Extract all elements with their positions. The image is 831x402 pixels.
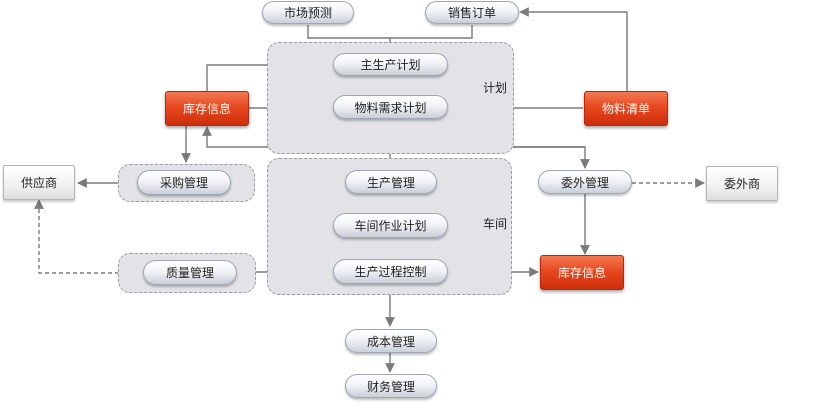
master-plan-node[interactable]: 主生产计划 — [333, 53, 448, 76]
purchase-management-node[interactable]: 采购管理 — [137, 170, 231, 195]
process-control-node[interactable]: 生产过程控制 — [333, 259, 448, 284]
outsourcer-node[interactable]: 委外商 — [706, 166, 778, 201]
inventory-info-top-node[interactable]: 库存信息 — [165, 91, 249, 126]
market-forecast-node[interactable]: 市场预测 — [262, 1, 354, 24]
production-management-node[interactable]: 生产管理 — [345, 170, 437, 194]
connector-forecast-to-plan — [307, 25, 390, 39]
outsource-management-node[interactable]: 委外管理 — [538, 170, 632, 194]
mrp-node[interactable]: 物料需求计划 — [333, 95, 448, 119]
workshop-plan-node[interactable]: 车间作业计划 — [333, 213, 448, 238]
sales-order-node[interactable]: 销售订单 — [425, 1, 519, 24]
connector-quality-to-supplier — [34, 199, 119, 274]
bom-node[interactable]: 物料清单 — [584, 91, 668, 126]
finance-management-node[interactable]: 财务管理 — [345, 374, 437, 398]
inventory-info-bottom-node[interactable]: 库存信息 — [540, 255, 624, 290]
workshop-group-label: 车间 — [483, 217, 508, 231]
connector-bom-to-order — [519, 7, 628, 91]
cost-management-node[interactable]: 成本管理 — [345, 329, 437, 353]
supplier-node[interactable]: 供应商 — [3, 165, 75, 200]
quality-management-node[interactable]: 质量管理 — [143, 260, 237, 285]
plan-group-label: 计划 — [483, 81, 508, 95]
